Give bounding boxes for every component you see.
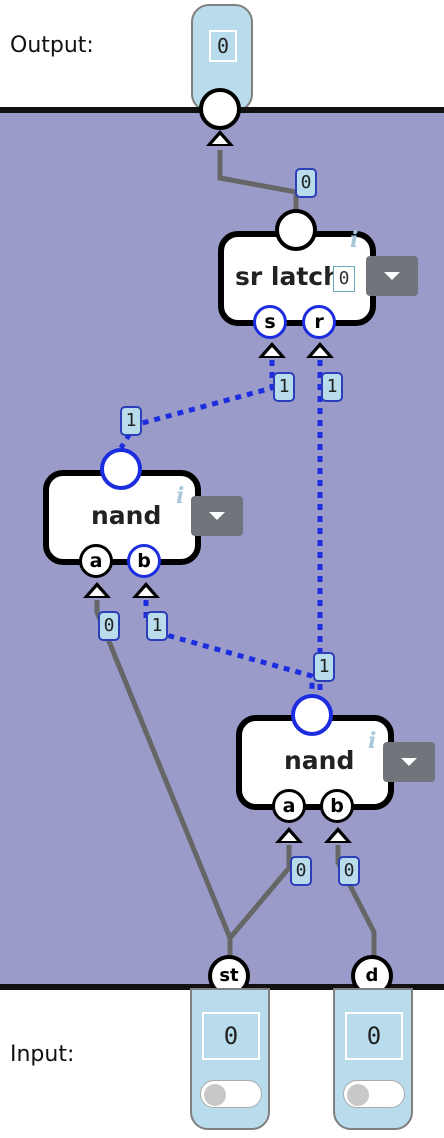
wire-value-nand-bottom-a: 0: [290, 856, 312, 886]
nand-bottom-input-b[interactable]: b: [320, 789, 354, 823]
nand-top-b-arrow: [132, 582, 160, 598]
wire-value-latch-r: 1: [321, 372, 343, 402]
wire-value-nand-bottom-b: 0: [338, 856, 360, 886]
sr-latch-s-arrow: [258, 342, 286, 358]
toggle-knob: [347, 1084, 369, 1106]
sr-latch-label: sr latch: [235, 262, 341, 291]
nand-bottom-gate[interactable]: [236, 715, 394, 810]
sr-latch-r-arrow: [306, 342, 334, 358]
input-toggle-d[interactable]: [343, 1080, 405, 1108]
wire-value-latch-out: 0: [295, 168, 317, 198]
input-toggle-st[interactable]: [200, 1080, 262, 1108]
nand-top-input-a[interactable]: a: [79, 544, 113, 578]
input-box-st: 0: [190, 988, 270, 1130]
output-label: Output:: [10, 33, 94, 58]
wire-value-latch-s: 1: [273, 372, 295, 402]
nand-bottom-output-pin[interactable]: [291, 694, 333, 736]
input-label: Input:: [10, 1042, 75, 1067]
toggle-knob: [204, 1084, 226, 1106]
wire-value-nand-top-b: 1: [146, 611, 168, 641]
nand-bottom-dropdown-button[interactable]: [383, 742, 435, 782]
nand-top-a-arrow: [83, 582, 111, 598]
input-box-d: 0: [333, 988, 413, 1130]
sr-latch-state: 0: [333, 266, 355, 292]
sr-latch-input-r[interactable]: r: [302, 305, 336, 339]
nand-bottom-b-arrow: [324, 827, 352, 843]
wire-value-nand-top-a: 0: [98, 611, 120, 641]
nand-top-info-icon[interactable]: i: [176, 483, 185, 509]
sr-latch-input-s[interactable]: s: [253, 305, 287, 339]
wire-nand-top-a: [94, 600, 233, 956]
wire-nand-bottom-a: [228, 845, 292, 940]
nand-top-output-pin[interactable]: [100, 448, 142, 490]
output-box: 0: [191, 4, 253, 112]
sr-latch-info-icon[interactable]: i: [350, 227, 359, 253]
wire-value-nand-bottom-out: 1: [313, 652, 335, 682]
nand-top-dropdown-button[interactable]: [191, 496, 243, 536]
input-display-d: 0: [345, 1012, 403, 1060]
input-display-st: 0: [202, 1012, 260, 1060]
wire-latch-output: [217, 150, 299, 212]
sr-latch-dropdown-button[interactable]: [366, 256, 418, 296]
output-pin-arrow: [206, 130, 234, 146]
output-display: 0: [209, 30, 237, 62]
nand-bottom-a-arrow: [275, 827, 303, 843]
nand-top-label: nand: [91, 501, 162, 530]
nand-bottom-info-icon[interactable]: i: [368, 728, 377, 754]
nand-top-input-b[interactable]: b: [127, 544, 161, 578]
wire-nand-bottom-b: [335, 845, 377, 956]
wire-nand-top-b: [143, 600, 315, 695]
wire-latch-s: [118, 360, 275, 450]
output-pin[interactable]: [199, 88, 241, 130]
sr-latch-output-pin[interactable]: [275, 209, 317, 251]
nand-bottom-input-a[interactable]: a: [272, 789, 306, 823]
nand-bottom-label: nand: [284, 746, 355, 775]
wire-value-nand-top-out: 1: [120, 406, 142, 436]
